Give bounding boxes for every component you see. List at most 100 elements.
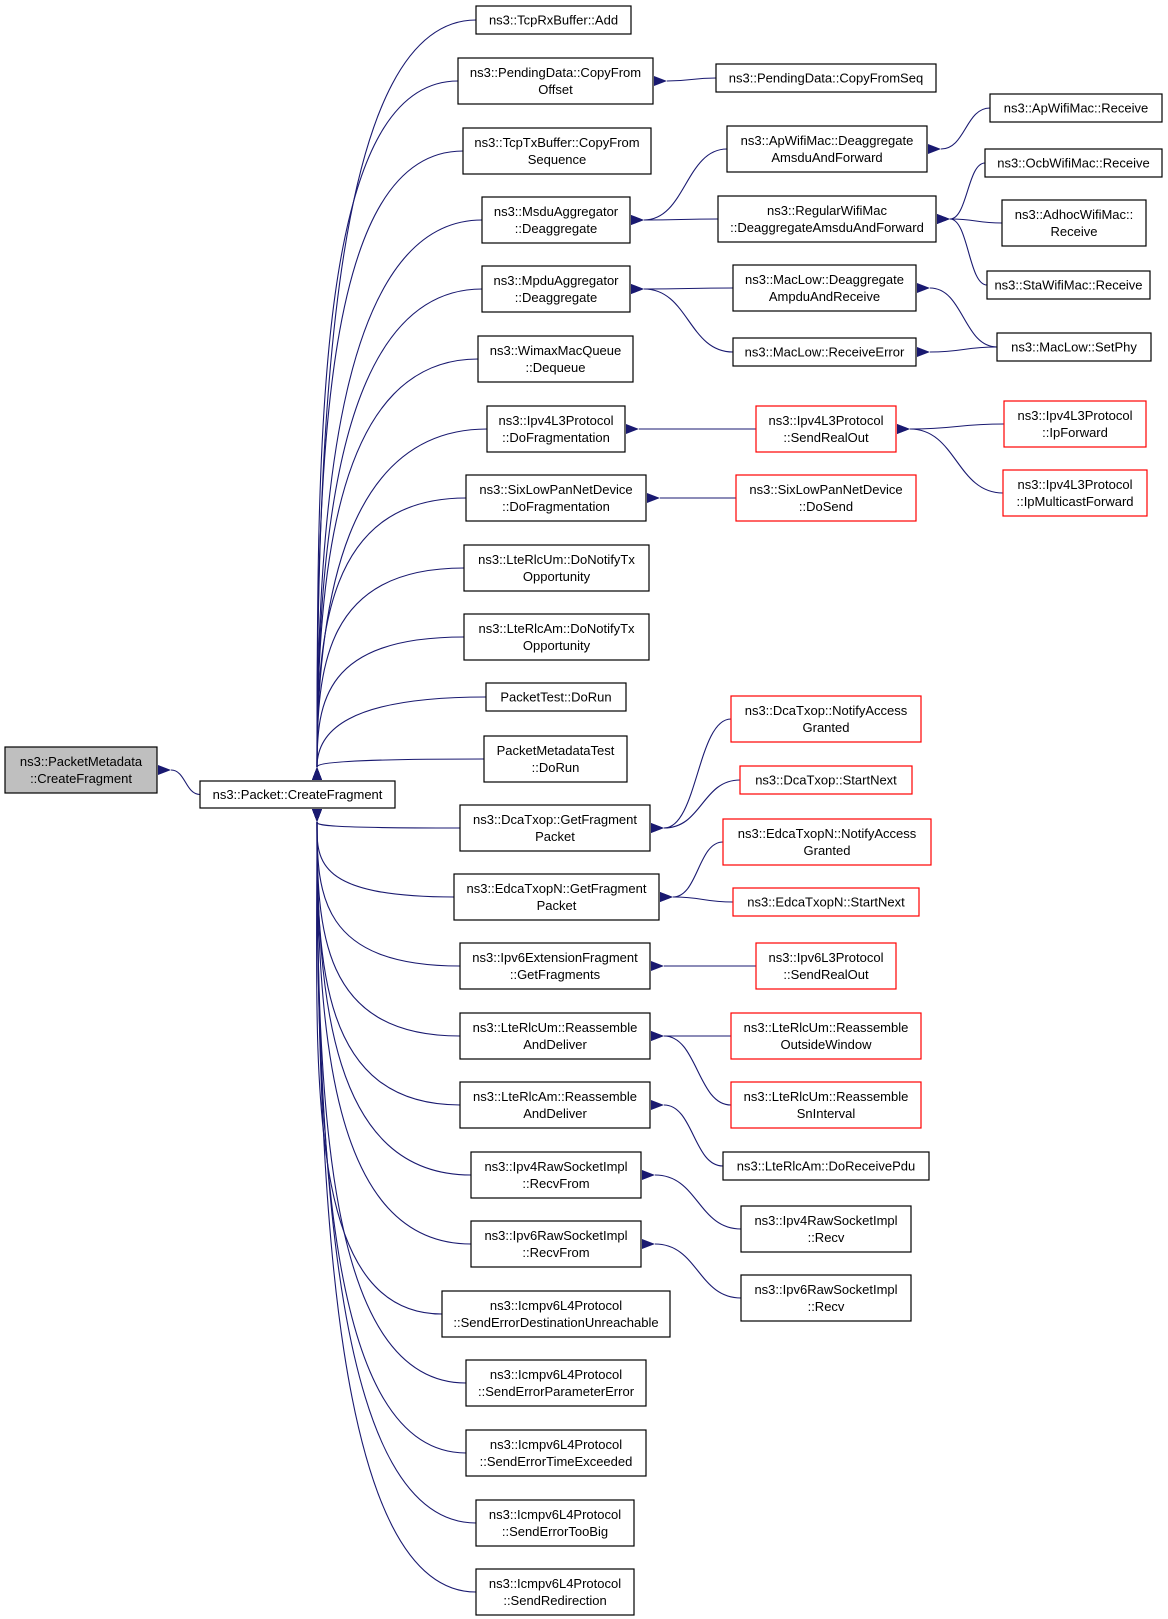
node-box: [465, 474, 647, 522]
node-d2[interactable]: ns3::ApWifiMac::DeaggregateAmsduAndForwa…: [726, 125, 928, 173]
node-label-line: SnInterval: [797, 1106, 856, 1121]
node-c5[interactable]: ns3::MpduAggregator::Deaggregate: [481, 265, 631, 313]
node-label-line: ::DoFragmentation: [502, 499, 610, 514]
node-label-line: ns3::Ipv6ExtensionFragment: [472, 950, 638, 965]
node-c4[interactable]: ns3::MsduAggregator::Deaggregate: [481, 196, 631, 244]
node-d6[interactable]: ns3::Ipv4L3Protocol::SendRealOut: [755, 405, 897, 453]
node-label-line: ns3::Ipv6L3Protocol: [769, 950, 884, 965]
node-d11[interactable]: ns3::EdcaTxopN::StartNext: [732, 887, 920, 917]
edge-c6-to-pkt: [311, 358, 479, 781]
node-d1[interactable]: ns3::PendingData::CopyFromSeq: [715, 63, 937, 93]
node-e4[interactable]: ns3::StaWifiMac::Receive: [986, 270, 1151, 300]
node-label-line: ns3::Ipv4L3Protocol: [1018, 477, 1133, 492]
node-label-line: ns3::OcbWifiMac::Receive: [997, 156, 1149, 171]
node-label-line: ns3::Packet::CreateFragment: [213, 787, 383, 802]
node-label-line: ns3::RegularWifiMac: [767, 203, 887, 218]
edge-e7-to-d6: [896, 423, 1004, 494]
node-c24[interactable]: ns3::Icmpv6L4Protocol::SendRedirection: [475, 1568, 635, 1616]
node-d12[interactable]: ns3::Ipv6L3Protocol::SendRealOut: [755, 942, 897, 990]
edge-pkt-to-root: [157, 764, 201, 796]
node-c12[interactable]: PacketMetadataTest::DoRun: [483, 735, 628, 783]
node-label-line: ::DoSend: [799, 499, 853, 514]
edge-e1-to-d2: [927, 107, 991, 155]
node-e5[interactable]: ns3::MacLow::SetPhy: [996, 332, 1152, 362]
node-d16[interactable]: ns3::Ipv4RawSocketImpl::Recv: [740, 1205, 912, 1253]
edge-e2-to-d3: [936, 162, 986, 225]
node-e7[interactable]: ns3::Ipv4L3Protocol::IpMulticastForward: [1002, 469, 1148, 517]
edge-d11-to-c14: [659, 891, 734, 903]
node-box: [1001, 199, 1147, 247]
edge-c9-to-pkt: [311, 567, 465, 781]
edge-d16-to-c18: [641, 1169, 742, 1230]
node-root[interactable]: ns3::PacketMetadata::CreateFragment: [4, 746, 158, 794]
edge-d14-to-c16: [650, 1030, 732, 1106]
edge-c24-to-pkt: [311, 808, 477, 1593]
node-label-line: ns3::PacketMetadata: [20, 754, 143, 769]
node-label-line: ns3::SixLowPanNetDevice: [749, 482, 902, 497]
node-pkt[interactable]: ns3::Packet::CreateFragment: [199, 780, 396, 809]
node-label-line: ns3::DcaTxop::GetFragment: [473, 812, 637, 827]
node-c8[interactable]: ns3::SixLowPanNetDevice::DoFragmentation: [465, 474, 647, 522]
node-e6[interactable]: ns3::Ipv4L3Protocol::IpForward: [1003, 400, 1147, 448]
node-c15[interactable]: ns3::Ipv6ExtensionFragment::GetFragments: [459, 942, 651, 990]
node-c20[interactable]: ns3::Icmpv6L4Protocol::SendErrorDestinat…: [441, 1290, 671, 1338]
node-d15[interactable]: ns3::LteRlcAm::DoReceivePdu: [722, 1151, 930, 1181]
node-c21[interactable]: ns3::Icmpv6L4Protocol::SendErrorParamete…: [465, 1359, 647, 1407]
node-d7[interactable]: ns3::SixLowPanNetDevice::DoSend: [735, 474, 917, 522]
node-e2[interactable]: ns3::OcbWifiMac::Receive: [984, 148, 1163, 178]
node-label-line: ::SendRealOut: [783, 430, 869, 445]
node-e1[interactable]: ns3::ApWifiMac::Receive: [989, 93, 1163, 123]
node-label-line: ns3::Ipv4RawSocketImpl: [754, 1213, 897, 1228]
node-e3[interactable]: ns3::AdhocWifiMac::Receive: [1001, 199, 1147, 247]
edge-c22-to-pkt: [311, 808, 467, 1454]
node-d3[interactable]: ns3::RegularWifiMac::DeaggregateAmsduAnd…: [717, 195, 937, 243]
node-label-line: ::IpMulticastForward: [1016, 494, 1133, 509]
node-d5[interactable]: ns3::MacLow::ReceiveError: [732, 337, 917, 367]
node-label-line: ::SendRealOut: [783, 967, 869, 982]
node-c11[interactable]: PacketTest::DoRun: [485, 682, 627, 712]
node-box: [1002, 469, 1148, 517]
node-label-line: ns3::SixLowPanNetDevice: [479, 482, 632, 497]
node-c23[interactable]: ns3::Icmpv6L4Protocol::SendErrorTooBig: [475, 1499, 635, 1547]
node-label-line: AndDeliver: [523, 1106, 587, 1121]
node-box: [755, 942, 897, 990]
node-d17[interactable]: ns3::Ipv6RawSocketImpl::Recv: [740, 1274, 912, 1322]
node-c6[interactable]: ns3::WimaxMacQueue::Dequeue: [477, 335, 634, 383]
node-label-line: Opportunity: [523, 569, 591, 584]
node-box: [481, 196, 631, 244]
node-c1[interactable]: ns3::TcpRxBuffer::Add: [475, 5, 632, 35]
node-c19[interactable]: ns3::Ipv6RawSocketImpl::RecvFrom: [470, 1220, 642, 1268]
node-label-line: ns3::ApWifiMac::Deaggregate: [741, 133, 914, 148]
node-label-line: Sequence: [528, 152, 587, 167]
node-label-line: ::GetFragments: [510, 967, 601, 982]
node-box: [470, 1220, 642, 1268]
node-c18[interactable]: ns3::Ipv4RawSocketImpl::RecvFrom: [470, 1151, 642, 1199]
node-c7[interactable]: ns3::Ipv4L3Protocol::DoFragmentation: [486, 405, 626, 453]
node-d9[interactable]: ns3::DcaTxop::StartNext: [739, 765, 913, 795]
node-label-line: ::SendErrorDestinationUnreachable: [453, 1315, 658, 1330]
edge-c3-to-pkt: [311, 150, 464, 781]
node-box: [475, 1499, 635, 1547]
node-box: [459, 1081, 651, 1129]
node-label-line: ::Recv: [808, 1299, 845, 1314]
edge-d8-to-c13: [650, 718, 732, 834]
node-box: [475, 5, 632, 35]
node-label-line: AmpduAndReceive: [769, 289, 880, 304]
node-c22[interactable]: ns3::Icmpv6L4Protocol::SendErrorTimeExce…: [465, 1429, 647, 1477]
node-box: [755, 405, 897, 453]
node-label-line: ns3::EdcaTxopN::StartNext: [747, 895, 905, 910]
node-box: [465, 1359, 647, 1407]
